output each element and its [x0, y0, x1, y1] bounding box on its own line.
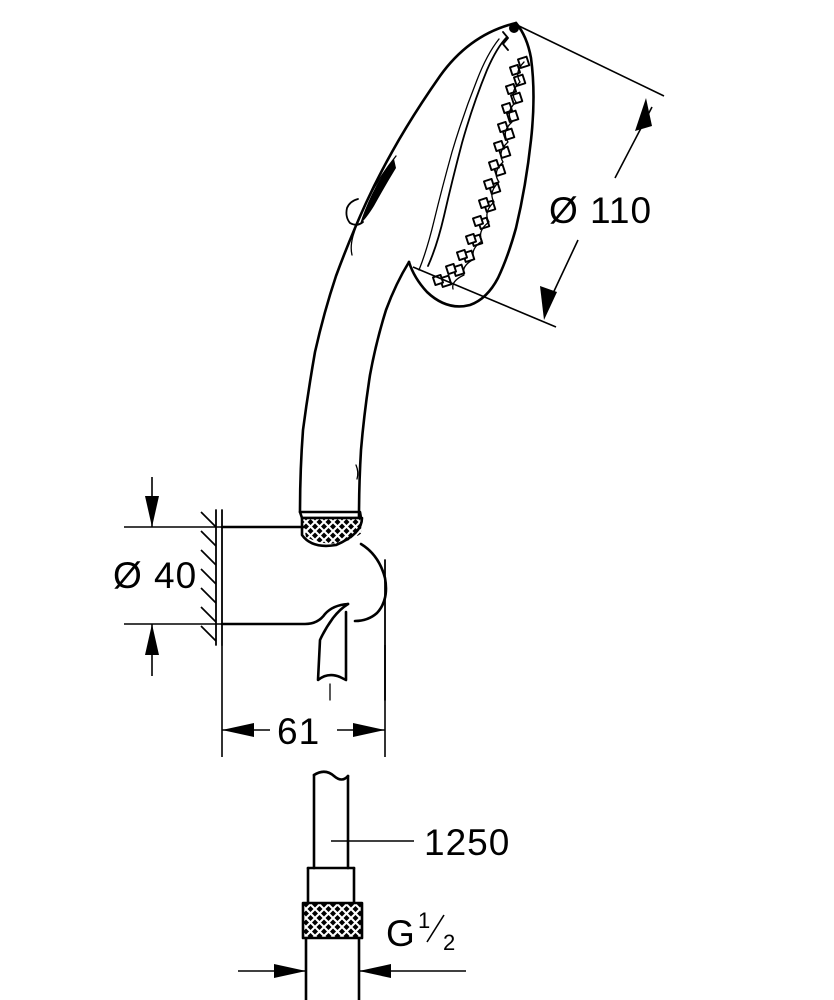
handle-surface-mark: [355, 464, 359, 480]
projection-arrow-left: [222, 723, 254, 737]
dimension-holder-projection: 61: [221, 645, 386, 757]
dimension-holder-diameter: Ø 40: [113, 477, 245, 676]
wall-holder-view: Ø 40 61: [113, 477, 388, 757]
projection-arrow-right: [353, 723, 385, 737]
spray-mode-button[interactable]: [345, 155, 397, 256]
holder-nose-contour: [353, 542, 388, 623]
hose-length-label: 1250: [424, 822, 510, 863]
nozzle-ring-connector: [452, 61, 525, 290]
holder-projection-label: 61: [277, 711, 320, 752]
head-diameter-label: Ø 110: [549, 190, 652, 231]
spray-face-inner-edge-2: [418, 38, 500, 271]
dimension-head-diameter: Ø 110: [412, 25, 665, 328]
head-dia-ext-bottom: [412, 266, 557, 328]
hatched-wall-section: [200, 511, 217, 642]
spray-mode-button-indent: [360, 159, 396, 224]
spray-face-nozzles: [432, 55, 531, 290]
knurled-coupling-nut: [298, 510, 364, 548]
holder-diameter-label: Ø 40: [113, 555, 197, 596]
thread-numerator-label: 1: [418, 908, 430, 933]
head-dia-arrow-top: [635, 98, 652, 131]
thread-letter-label: G: [386, 913, 416, 954]
spray-mode-button-cap: [345, 198, 364, 226]
dimension-thread-size: G 1 2: [238, 908, 466, 978]
hose-view: 1250 G 1 2: [238, 770, 510, 1000]
spray-mode-button-crease: [350, 155, 397, 256]
spray-face-outer-rim: [407, 21, 535, 308]
coupling-nut-body: [300, 516, 364, 548]
hose-stub-outline: [316, 602, 350, 682]
hose-nut-knurl-fill: [303, 903, 362, 938]
dimension-hose-length: 1250: [331, 822, 510, 863]
hose-nut-body: [301, 901, 364, 940]
hose-break-line: [312, 770, 350, 781]
thread-arrow-right: [359, 964, 391, 978]
spray-face-inner-edge: [427, 36, 508, 267]
thread-arrow-left: [274, 964, 306, 978]
holder-dia-arrow-bottom: [145, 624, 159, 655]
head-dia-arrow-bottom: [540, 286, 557, 320]
thread-fraction-slash: [426, 914, 445, 943]
holder-dia-arrow-top: [145, 496, 159, 527]
hand-shower-view: [298, 21, 535, 548]
spray-face-top-dot: [509, 23, 519, 33]
handle-front-contour: [357, 260, 411, 519]
knurled-hose-nut: [301, 901, 364, 940]
head-dia-ext-top: [518, 25, 665, 97]
holder-bottom-edge: [220, 602, 350, 626]
shower-head-back-contour: [298, 21, 518, 514]
thread-denominator-label: 2: [443, 930, 455, 955]
spray-face-top-notch: [502, 31, 509, 51]
